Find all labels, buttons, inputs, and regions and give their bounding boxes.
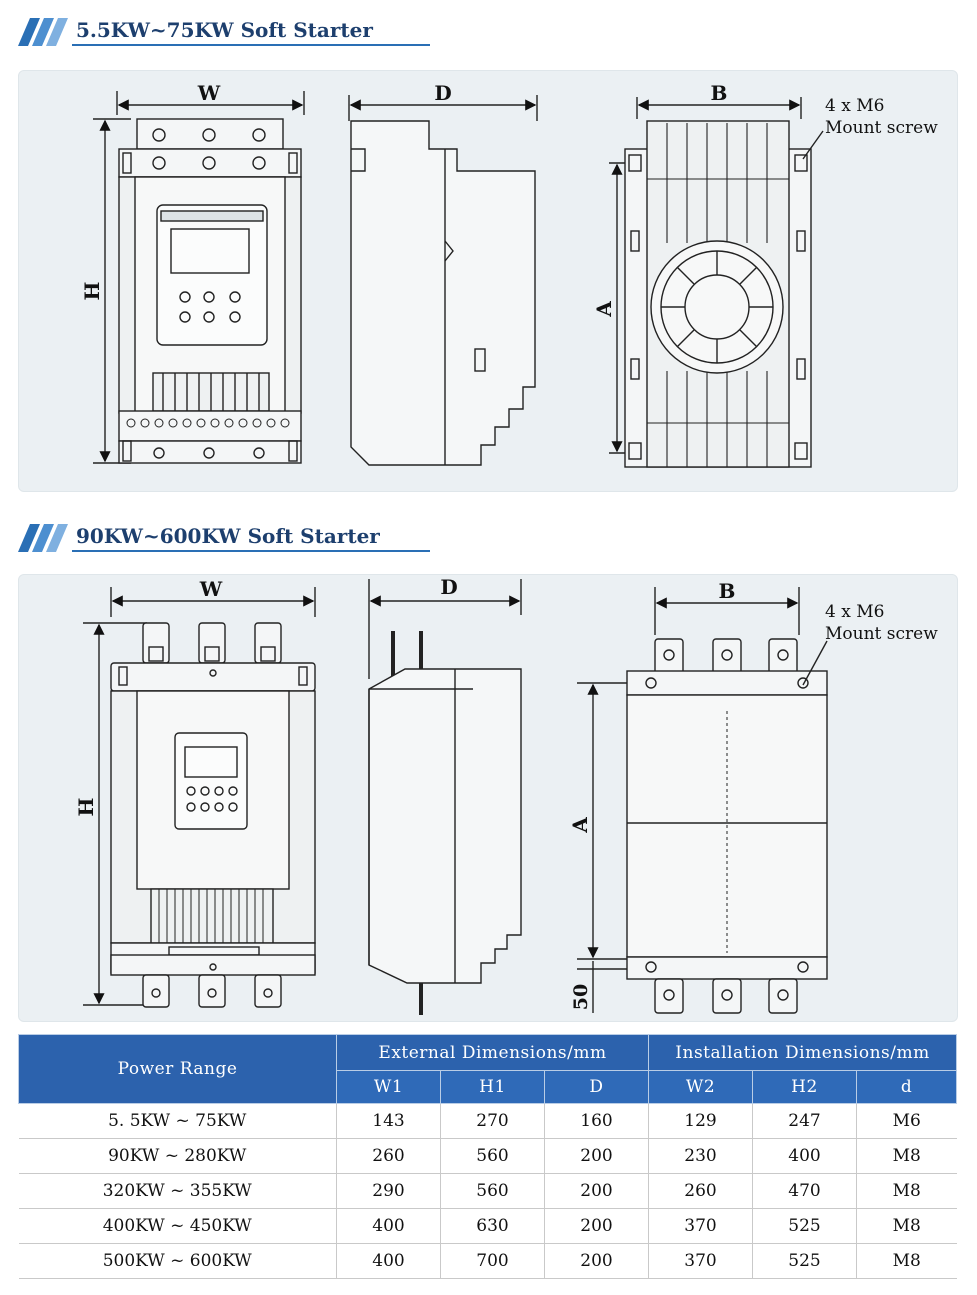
header-installation: Installation Dimensions/mm — [647, 1034, 958, 1071]
col-w1: W1 — [336, 1070, 441, 1104]
header-power-range: Power Range — [18, 1034, 337, 1104]
rear-view-small — [609, 97, 824, 468]
cell-value: 200 — [544, 1173, 649, 1209]
small-starter-drawings: W D B H A 4 x M6 Mount screw — [80, 81, 938, 468]
col-h2: H2 — [752, 1070, 857, 1104]
diagram-panel-large: W D B H A 50 4 x M6 Mount screw — [18, 574, 958, 1022]
cell-range: 400KW ~ 450KW — [18, 1208, 337, 1244]
section-title-small: 5.5KW~75KW Soft Starter — [18, 14, 430, 48]
table-row: 400KW ~ 450KW 400 630 200 370 525 M8 — [18, 1208, 957, 1244]
label-d: D — [434, 81, 451, 105]
side-view-small — [348, 95, 538, 466]
cell-value: M8 — [856, 1138, 957, 1174]
cell-value: 129 — [648, 1103, 753, 1139]
screw-note-line1: 4 x M6 — [825, 602, 884, 622]
label-b: B — [711, 81, 728, 105]
cell-value: M8 — [856, 1243, 957, 1279]
large-starter-drawings: W D B H A 50 4 x M6 Mount screw — [74, 575, 938, 1015]
screw-note-line1: 4 x M6 — [825, 96, 884, 116]
title-underline — [72, 550, 430, 552]
cell-value: M8 — [856, 1208, 957, 1244]
table-row: 320KW ~ 355KW 290 560 200 260 470 M8 — [18, 1173, 957, 1209]
label-a: A — [592, 301, 616, 318]
dimensions-table: Power Range External Dimensions/mm Insta… — [18, 1034, 958, 1279]
front-view-large — [83, 587, 316, 1008]
side-view-large — [368, 579, 522, 1015]
cell-value: 400 — [752, 1138, 857, 1174]
cell-value: M8 — [856, 1173, 957, 1209]
cell-value: 525 — [752, 1208, 857, 1244]
rear-view-large — [577, 587, 828, 1014]
cell-value: 230 — [648, 1138, 753, 1174]
section-title-text: 5.5KW~75KW Soft Starter — [76, 18, 373, 42]
cell-value: 160 — [544, 1103, 649, 1139]
title-underline — [72, 44, 430, 46]
screw-note-line2: Mount screw — [825, 624, 938, 644]
label-a: A — [568, 817, 592, 834]
cell-value: 143 — [336, 1103, 441, 1139]
cell-value: 200 — [544, 1138, 649, 1174]
cell-value: 700 — [440, 1243, 545, 1279]
cell-value: 560 — [440, 1173, 545, 1209]
cell-value: 560 — [440, 1138, 545, 1174]
label-h: H — [74, 798, 98, 817]
cell-value: 630 — [440, 1208, 545, 1244]
cell-value: 370 — [648, 1208, 753, 1244]
col-w2: W2 — [648, 1070, 753, 1104]
header-external: External Dimensions/mm — [336, 1034, 649, 1071]
cell-value: 290 — [336, 1173, 441, 1209]
section-title-large: 90KW~600KW Soft Starter — [18, 520, 430, 554]
col-d: D — [544, 1070, 649, 1104]
cell-value: 400 — [336, 1208, 441, 1244]
cell-value: 470 — [752, 1173, 857, 1209]
table-row: 500KW ~ 600KW 400 700 200 370 525 M8 — [18, 1243, 957, 1279]
screw-note-line2: Mount screw — [825, 118, 938, 138]
label-w: W — [197, 81, 221, 105]
cell-value: 260 — [648, 1173, 753, 1209]
diagram-panel-small: W D B H A 4 x M6 Mount screw — [18, 70, 958, 492]
table-row: 90KW ~ 280KW 260 560 200 230 400 M8 — [18, 1138, 957, 1174]
cell-range: 5. 5KW ~ 75KW — [18, 1103, 337, 1139]
cell-range: 320KW ~ 355KW — [18, 1173, 337, 1209]
label-h: H — [80, 282, 104, 301]
cell-value: 200 — [544, 1208, 649, 1244]
label-w: W — [199, 577, 223, 601]
label-fifty: 50 — [570, 984, 592, 1010]
table-row: 5. 5KW ~ 75KW 143 270 160 129 247 M6 — [18, 1103, 957, 1139]
col-h1: H1 — [440, 1070, 545, 1104]
cell-value: 525 — [752, 1243, 857, 1279]
label-d: D — [440, 575, 457, 599]
cell-range: 90KW ~ 280KW — [18, 1138, 337, 1174]
cell-value: 200 — [544, 1243, 649, 1279]
section-title-text: 90KW~600KW Soft Starter — [76, 524, 380, 548]
cell-value: 247 — [752, 1103, 857, 1139]
cell-value: 260 — [336, 1138, 441, 1174]
stripes-icon — [18, 18, 68, 46]
cell-value: 370 — [648, 1243, 753, 1279]
label-b: B — [719, 579, 736, 603]
cell-value: M6 — [856, 1103, 957, 1139]
front-view-small — [93, 91, 305, 464]
cell-value: 400 — [336, 1243, 441, 1279]
cell-range: 500KW ~ 600KW — [18, 1243, 337, 1279]
cell-value: 270 — [440, 1103, 545, 1139]
col-d-screw: d — [855, 1070, 958, 1104]
stripes-icon — [18, 524, 68, 552]
